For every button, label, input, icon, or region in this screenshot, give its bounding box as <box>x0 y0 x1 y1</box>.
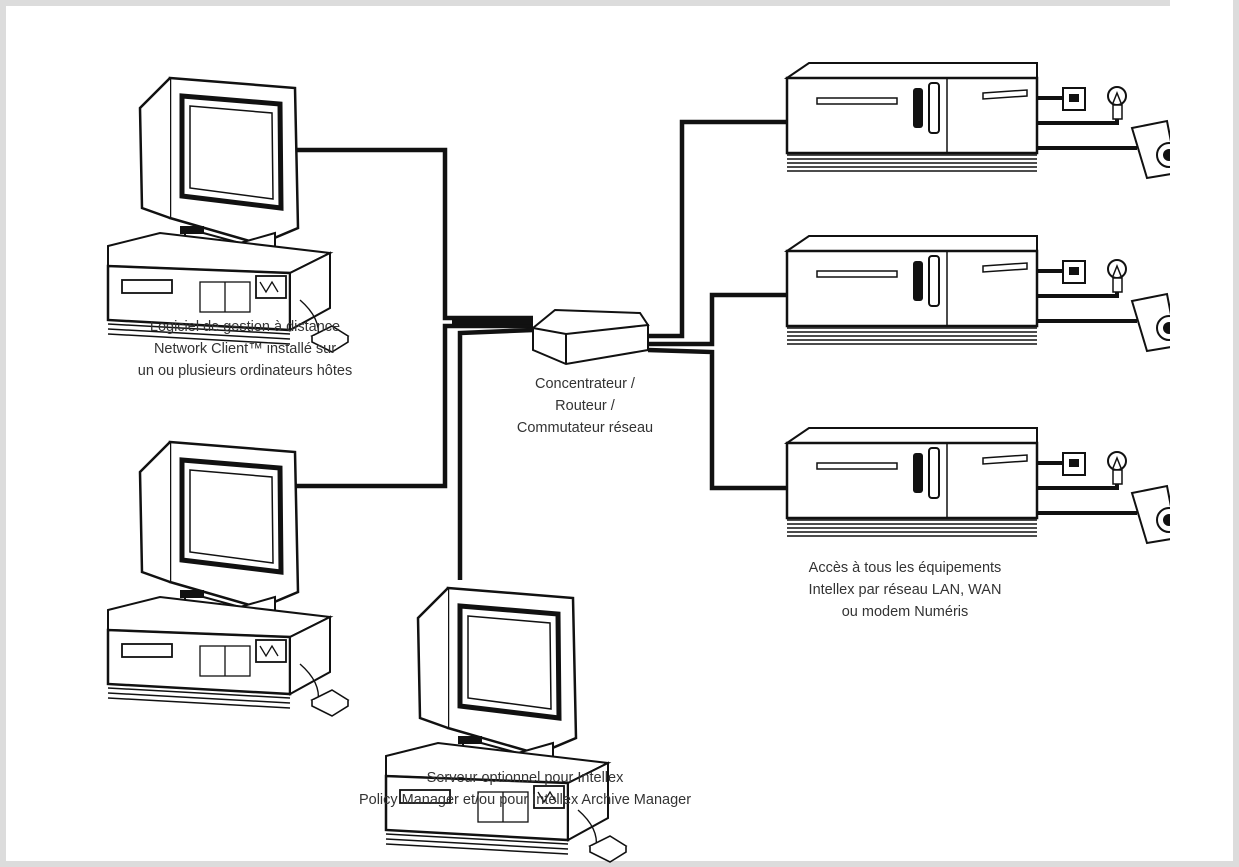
caption-clients-line1: Logiciel de gestion à distance <box>149 319 341 335</box>
caption-clients-line3: un ou plusieurs ordinateurs hôtes <box>137 363 353 379</box>
cable-client2 <box>265 323 533 489</box>
cable-client1 <box>265 147 533 321</box>
hub-switch <box>530 308 650 366</box>
caption-server-line1: Serveur optionnel pour Intellex <box>426 770 624 786</box>
caption-server: Serveur optionnel pour Intellex Policy M… <box>305 767 745 811</box>
cable-dvr3 <box>647 347 787 491</box>
caption-clients-line2: Network Client™ installé sur <box>153 341 337 357</box>
cable-server <box>457 327 534 580</box>
network-cables <box>265 119 787 580</box>
caption-dvr-line1: Accès à tous les équipements <box>808 560 1002 576</box>
caption-switch-line1: Concentrateur / <box>535 376 635 392</box>
intellex-unit-1 <box>785 61 1183 180</box>
caption-dvr-line2: Intellex par réseau LAN, WAN <box>808 582 1002 598</box>
caption-server-line2: Policy Manager et/ou pour Intellex Archi… <box>358 792 692 808</box>
caption-switch-line3: Commutateur réseau <box>516 420 654 436</box>
caption-dvr-line3: ou modem Numéris <box>841 604 969 620</box>
caption-dvr: Accès à tous les équipements Intellex pa… <box>745 557 1065 623</box>
caption-switch-line2: Routeur / <box>555 398 615 414</box>
caption-clients: Logiciel de gestion à distance Network C… <box>80 316 410 382</box>
caption-switch: Concentrateur / Routeur / Commutateur ré… <box>470 373 700 439</box>
client-computer-1 <box>108 78 348 352</box>
cable-dvr2 <box>648 292 787 347</box>
client-computer-2 <box>108 442 348 716</box>
cable-dvr1 <box>648 119 787 339</box>
intellex-unit-2 <box>785 234 1183 353</box>
server-computer <box>386 588 626 862</box>
intellex-unit-3 <box>785 426 1183 545</box>
